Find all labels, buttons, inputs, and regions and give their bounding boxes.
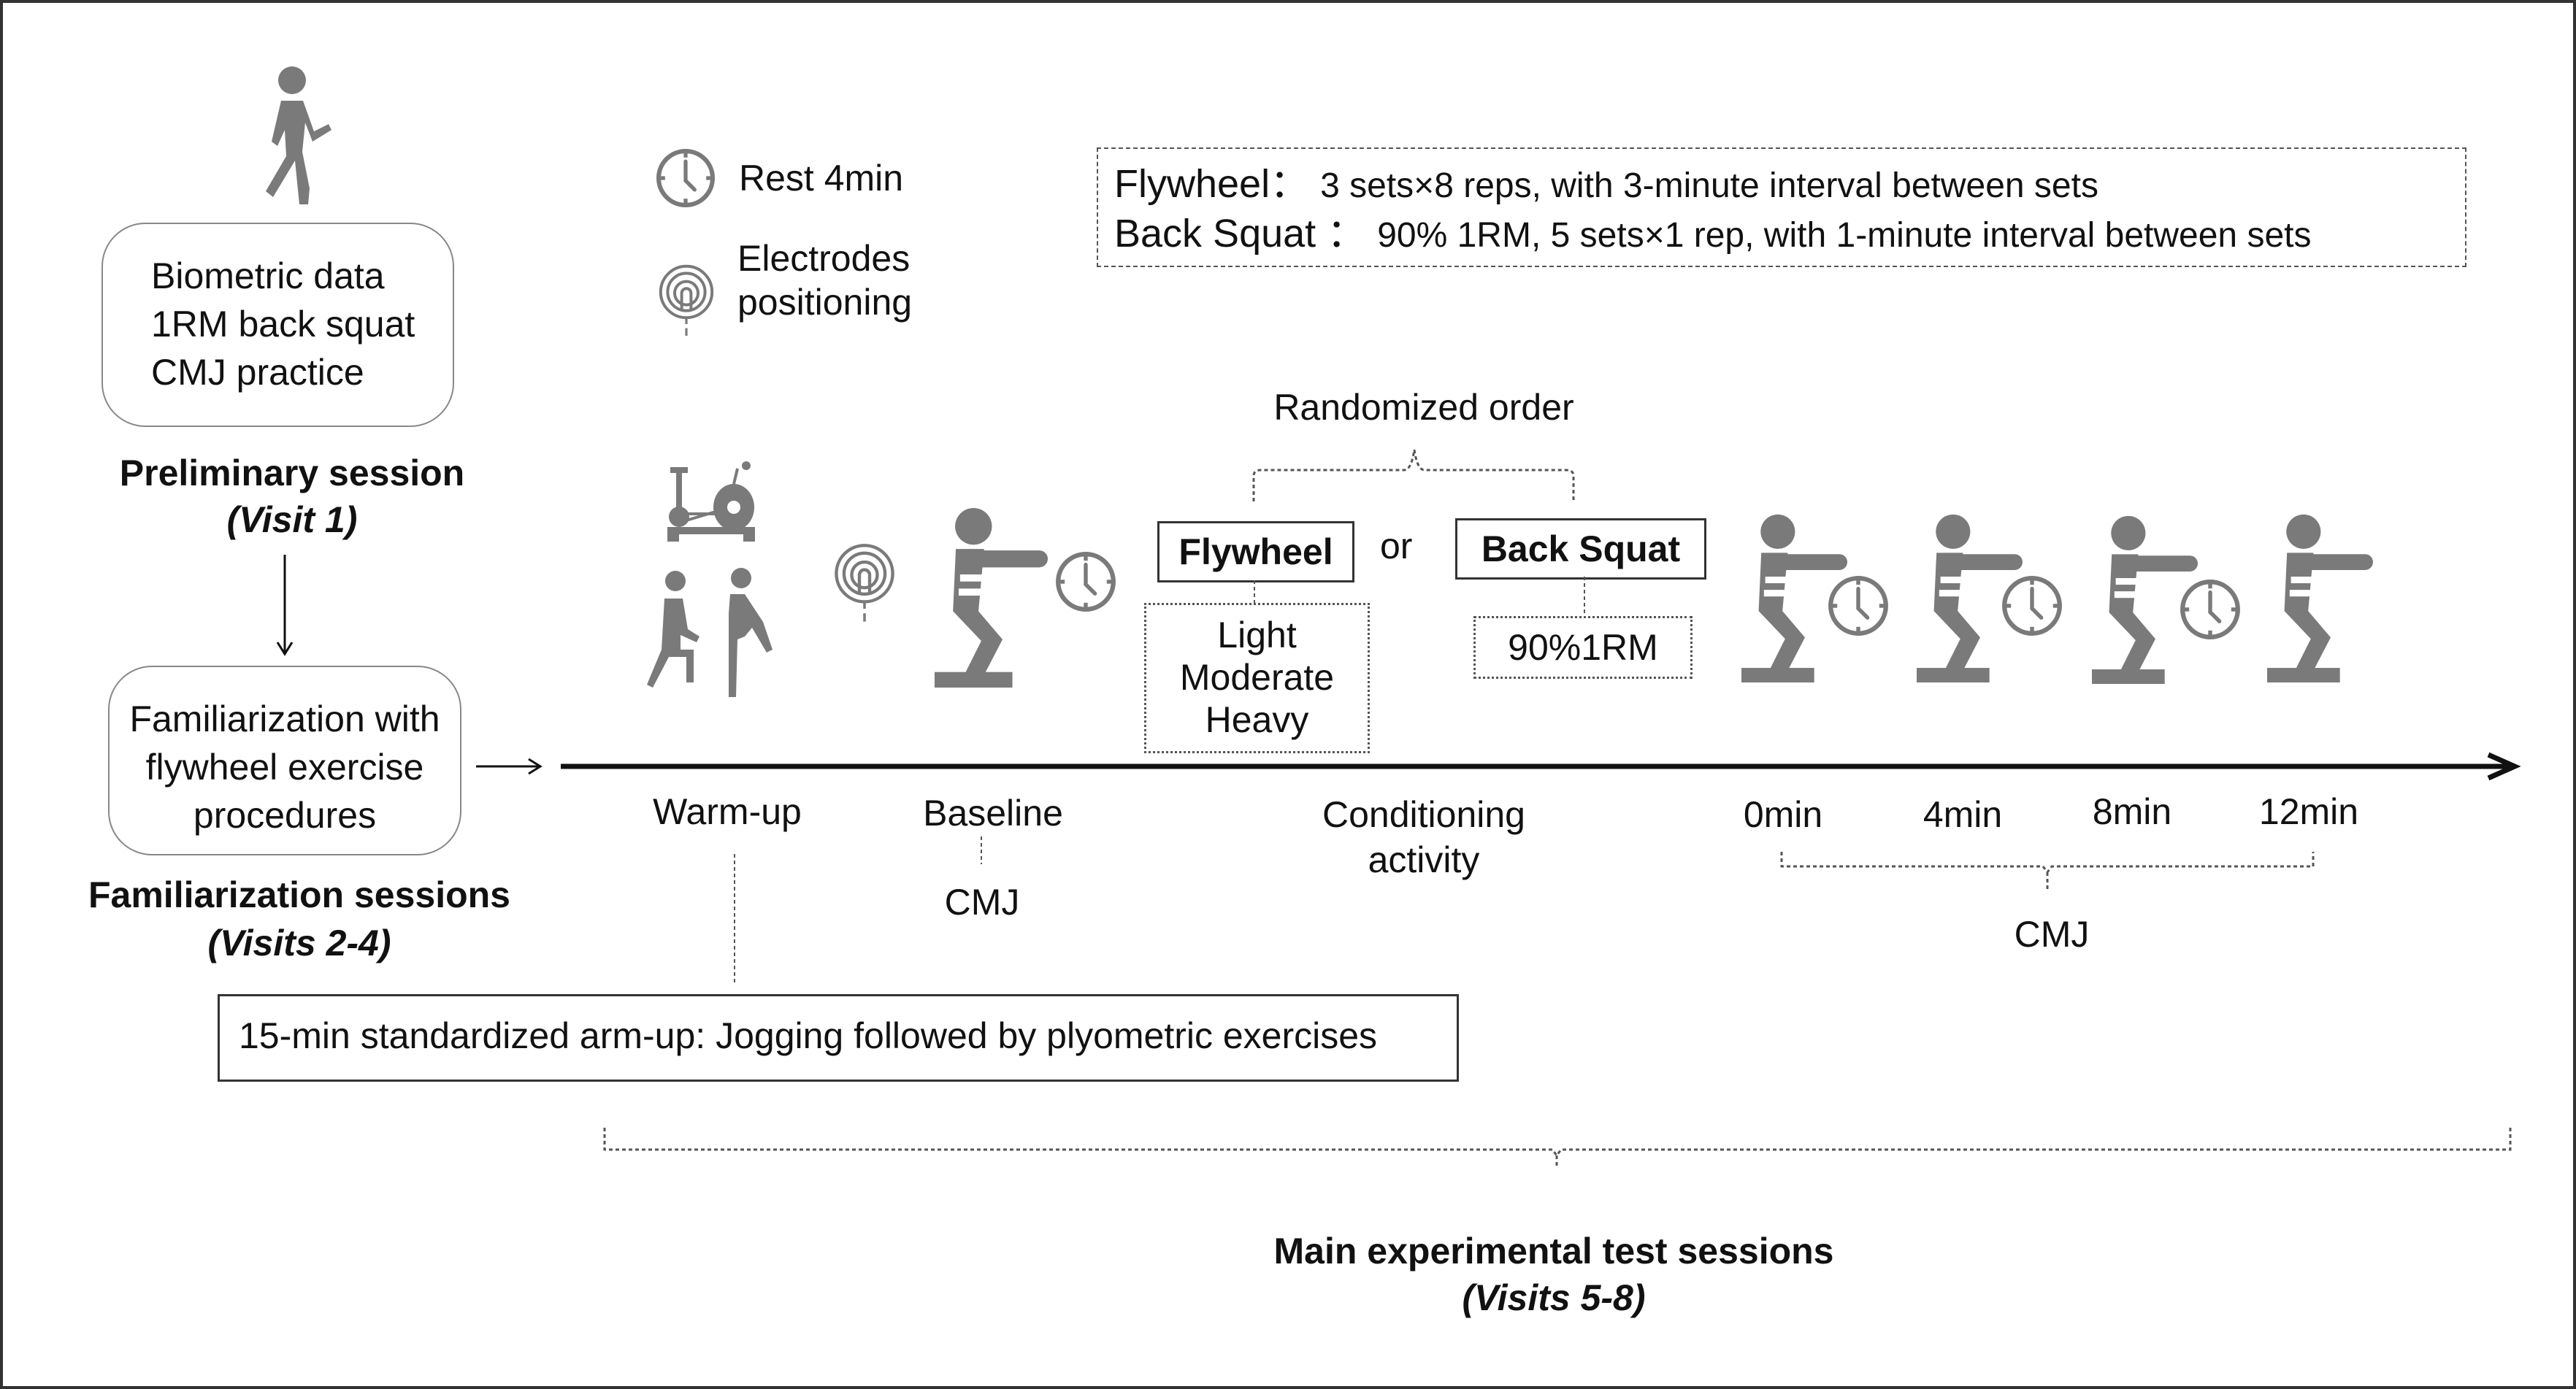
down-arrow bbox=[276, 555, 294, 656]
warmup-description: 15-min standardized arm-up: Jogging foll… bbox=[239, 1015, 1378, 1056]
clock-icon bbox=[1999, 573, 2065, 639]
protocol-squat-text: 90% 1RM, 5 sets×1 rep, with 1-minute int… bbox=[1377, 216, 2312, 255]
timepoint-label: 12min bbox=[2258, 791, 2359, 832]
familiarization-item: Familiarization with bbox=[129, 699, 440, 739]
protocol-squat-name: Back Squat ： bbox=[1114, 212, 1367, 255]
protocol-flywheel-text: 3 sets×8 reps, with 3-minute interval be… bbox=[1320, 166, 2098, 205]
protocol-flywheel-name: Flywheel： bbox=[1114, 162, 1310, 206]
clock-icon bbox=[1053, 549, 1119, 615]
main-sessions-brace bbox=[603, 1128, 2512, 1166]
warmup-box: 15-min standardized arm-up: Jogging foll… bbox=[218, 994, 1459, 1082]
option-flywheel-label: Flywheel bbox=[1178, 531, 1333, 572]
preliminary-box: Biometric data 1RM back squat CMJ practi… bbox=[101, 223, 454, 427]
timeline-post-test: CMJ bbox=[2014, 914, 2090, 955]
familiarization-item: flywheel exercise bbox=[145, 747, 424, 788]
squat-figure-icon bbox=[935, 505, 1048, 689]
flywheel-load-item: Moderate bbox=[1179, 657, 1335, 698]
preliminary-item: CMJ practice bbox=[151, 352, 364, 393]
flywheel-loads-box: Light Moderate Heavy bbox=[1144, 603, 1370, 753]
electrodes-label: positioning bbox=[737, 282, 913, 323]
rest-label: Rest 4min bbox=[739, 158, 904, 199]
flywheel-load-item: Heavy bbox=[1205, 699, 1309, 740]
connector bbox=[734, 854, 735, 985]
timeline-warmup: Warm-up bbox=[653, 791, 802, 832]
timeline-conditioning: activity bbox=[1368, 839, 1480, 880]
main-sessions-title: Main experimental test sessions bbox=[1273, 1231, 1834, 1271]
exercise-bike-icon bbox=[667, 461, 755, 542]
option-backsquat-box: Back Squat bbox=[1455, 518, 1706, 580]
timepoint-label: 0min bbox=[1743, 794, 1823, 835]
randomized-label: Randomized order bbox=[1273, 387, 1574, 428]
backsquat-load: 90%1RM bbox=[1508, 627, 1658, 668]
clock-icon bbox=[1825, 573, 1891, 639]
squat-figure-icon bbox=[2267, 511, 2373, 685]
electrode-icon bbox=[832, 542, 897, 625]
clock-icon bbox=[653, 146, 718, 210]
electrode-icon bbox=[657, 263, 716, 339]
cmj-brace bbox=[1780, 852, 2315, 890]
electrodes-label: Electrodes bbox=[737, 238, 911, 279]
flywheel-load-item: Light bbox=[1217, 615, 1297, 655]
connector bbox=[1584, 577, 1585, 617]
or-label: or bbox=[1380, 526, 1413, 566]
walking-person-icon bbox=[266, 66, 331, 204]
main-sessions-subtitle: (Visits 5-8) bbox=[1462, 1277, 1646, 1318]
timeline-arrow bbox=[561, 752, 2521, 781]
preliminary-title: Preliminary session bbox=[119, 453, 465, 493]
right-arrow bbox=[476, 758, 543, 775]
timepoint-label: 4min bbox=[1923, 794, 2003, 835]
preliminary-subtitle: (Visit 1) bbox=[226, 499, 358, 540]
familiarization-subtitle: (Visits 2-4) bbox=[207, 923, 391, 963]
familiarization-box: Familiarization with flywheel exercise p… bbox=[108, 666, 461, 855]
timeline-conditioning: Conditioning bbox=[1322, 794, 1525, 835]
timeline-baseline: Baseline bbox=[923, 793, 1063, 834]
randomized-brace bbox=[1252, 449, 1575, 501]
familiarization-item: procedures bbox=[193, 795, 377, 836]
option-flywheel-box: Flywheel bbox=[1157, 521, 1354, 582]
connector bbox=[981, 836, 982, 864]
stretching-people-icon bbox=[647, 568, 773, 697]
timeline-baseline-test: CMJ bbox=[944, 882, 1020, 923]
preliminary-item: 1RM back squat bbox=[151, 304, 415, 345]
clock-icon bbox=[2177, 577, 2243, 642]
preliminary-item: Biometric data bbox=[151, 255, 385, 296]
timepoint-label: 8min bbox=[2092, 791, 2172, 832]
protocol-box: Flywheel： 3 sets×8 reps, with 3-minute i… bbox=[1097, 147, 2466, 267]
familiarization-title: Familiarization sessions bbox=[88, 874, 510, 915]
backsquat-load-box: 90%1RM bbox=[1473, 616, 1693, 679]
option-backsquat-label: Back Squat bbox=[1481, 528, 1681, 569]
